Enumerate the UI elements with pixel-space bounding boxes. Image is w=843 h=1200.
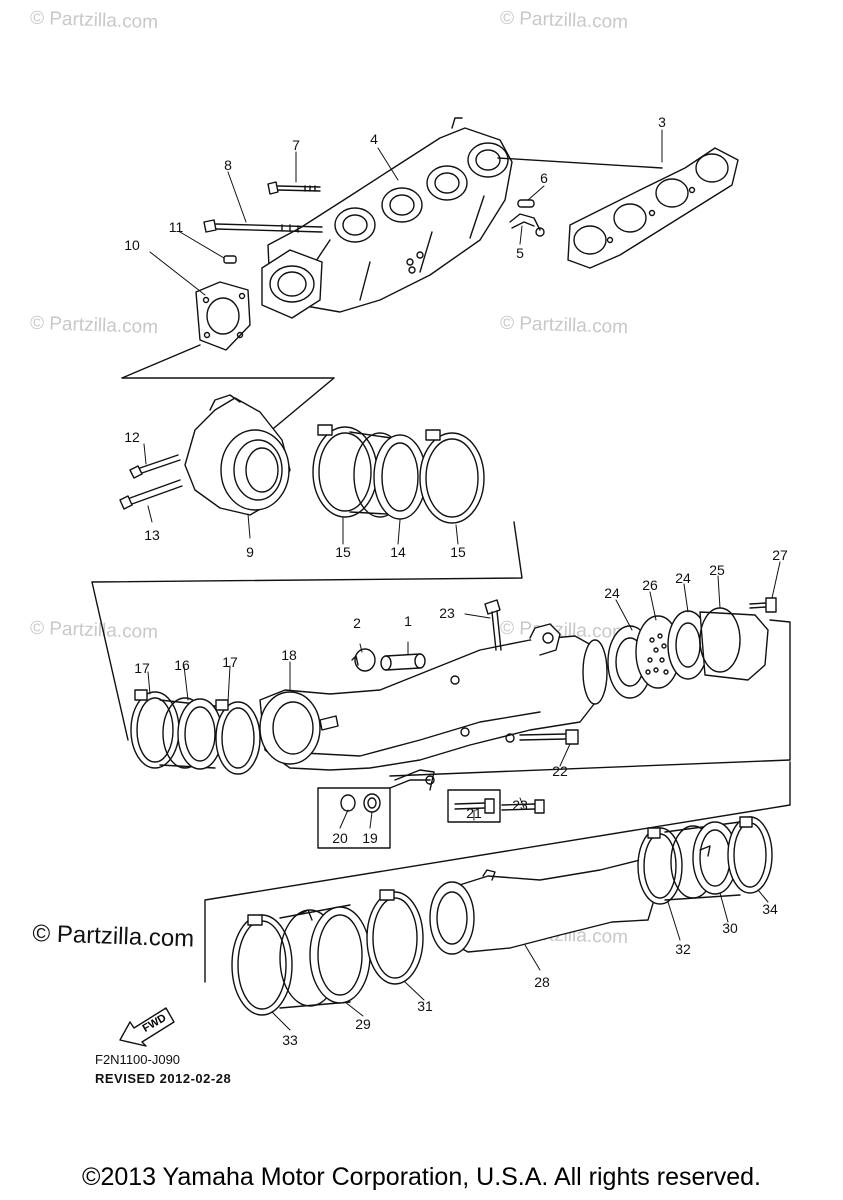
clamp-2: [351, 648, 376, 672]
callout-4: 4: [370, 131, 378, 147]
bolt-27: [749, 597, 777, 613]
manifold-gasket: [567, 147, 739, 269]
hose-clamp-17a: [130, 689, 180, 769]
callout-3: 3: [658, 114, 666, 130]
link-line: [389, 759, 791, 777]
callout-6: 6: [540, 170, 548, 186]
callout-11: 11: [169, 219, 184, 235]
callout-17: 17: [222, 654, 238, 670]
callout-5: 5: [516, 245, 524, 261]
callout-24: 24: [604, 585, 620, 601]
callout-12: 12: [124, 429, 140, 445]
callout-19: 19: [362, 830, 378, 846]
callout-22: 22: [552, 763, 568, 779]
grommet-set: [317, 779, 431, 849]
link-line: [91, 521, 523, 583]
callout-27: 27: [772, 547, 788, 563]
link-line: [121, 344, 201, 379]
callout-23: 23: [512, 797, 528, 813]
bolt-21: [447, 789, 501, 823]
link-line: [261, 377, 335, 439]
hose-16: [159, 697, 223, 770]
callout-7: 7: [292, 137, 300, 153]
bolt-23-bottom: [501, 799, 545, 814]
callout-26: 26: [642, 577, 658, 593]
flange-25: [699, 607, 769, 681]
exhaust-pipe-28: [429, 859, 661, 955]
callout-25: 25: [709, 562, 725, 578]
callout-29: 29: [355, 1016, 371, 1032]
callout-10: 10: [124, 237, 140, 253]
hose-clamp-31: [366, 889, 424, 985]
gasket-10: [195, 281, 251, 351]
leader-line: [497, 157, 663, 169]
link-line: [204, 761, 791, 983]
callout-28: 28: [534, 974, 550, 990]
hose-clamp-17b: [215, 699, 261, 775]
callout-8: 8: [224, 157, 232, 173]
copyright-notice: ©2013 Yamaha Motor Corporation, U.S.A. A…: [82, 1163, 761, 1191]
exhaust-hose: [349, 431, 427, 520]
callout-15: 15: [450, 544, 466, 560]
muffler-body: [259, 623, 608, 791]
callout-9: 9: [246, 544, 254, 560]
callout-32: 32: [675, 941, 691, 957]
hose-29: [279, 904, 371, 1009]
leader-lines: [143, 129, 781, 1031]
callout-16: 16: [174, 657, 190, 673]
callout-34: 34: [762, 901, 778, 917]
bolt-7: [267, 181, 321, 195]
callout-24: 24: [675, 570, 691, 586]
bolt-8: [203, 219, 323, 233]
link-line: [91, 581, 129, 741]
callout-numbers: 1 2 3 4 5 6 7 8 9 10 11 12 13 14 15 15 1…: [124, 114, 788, 1048]
callout-13: 13: [144, 527, 160, 543]
callout-17: 17: [134, 660, 150, 676]
callout-23: 23: [439, 605, 455, 621]
callout-2: 2: [353, 615, 361, 631]
pipe-nipple-6: [517, 199, 535, 208]
bolt-22: [519, 729, 579, 745]
callout-20: 20: [332, 830, 348, 846]
callout-21: 21: [466, 805, 482, 821]
callout-14: 14: [390, 544, 406, 560]
callout-33: 33: [282, 1032, 298, 1048]
hose-clamp-34: [727, 816, 773, 894]
hose-clamp-33: [231, 914, 293, 1016]
forward-arrow-icon: FWD: [119, 1007, 175, 1047]
callout-15: 15: [335, 544, 351, 560]
hose-clamp-15a: [312, 424, 378, 518]
callout-30: 30: [722, 920, 738, 936]
hose-clamp-15b: [419, 429, 485, 524]
bolt-12: [129, 454, 181, 479]
callout-1: 1: [404, 613, 412, 629]
diagram-code: F2N1100-J090: [95, 1052, 181, 1067]
exhaust-elbow: [184, 394, 291, 516]
bolt-23-top: [484, 599, 502, 651]
exhaust-manifold: [261, 117, 513, 319]
revised-date: REVISED 2012-02-28: [95, 1071, 232, 1086]
hose-clamp-32: [637, 827, 683, 905]
callout-31: 31: [417, 998, 433, 1014]
callout-18: 18: [281, 647, 297, 663]
link-line: [769, 619, 791, 761]
hose-30: [664, 821, 741, 901]
bolt-13: [119, 479, 183, 510]
joint-5: [509, 213, 545, 237]
dowel-11: [223, 255, 237, 264]
pipe-1: [380, 653, 426, 671]
